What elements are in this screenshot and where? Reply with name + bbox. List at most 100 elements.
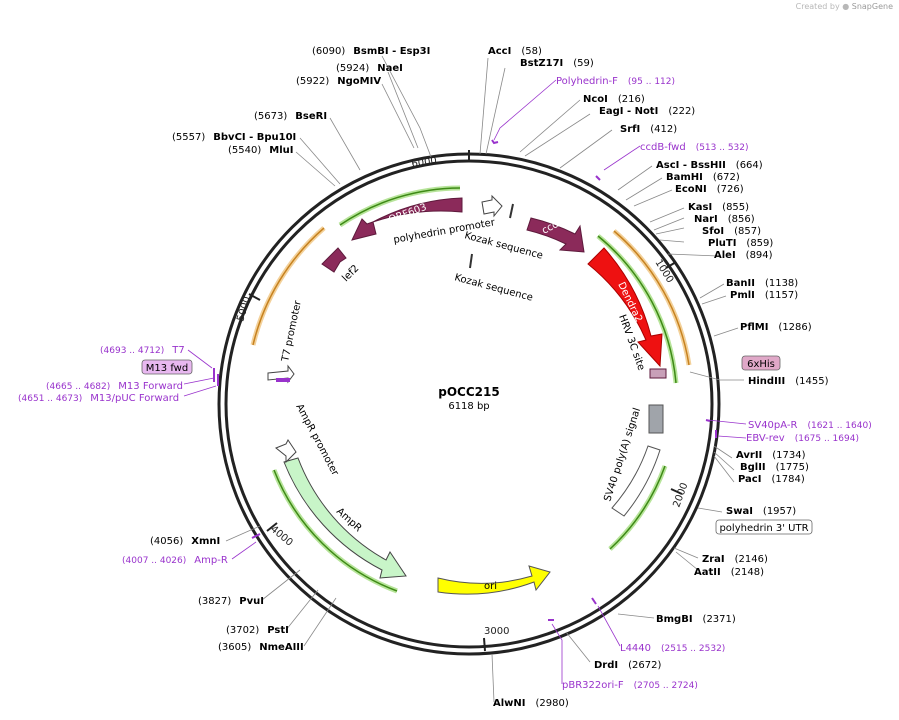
tick-marks: [248, 150, 683, 652]
enzyme-name: AccI: [488, 46, 511, 57]
enzyme-pos: (2146): [735, 554, 768, 565]
primer-pbr322ori-f: pBR322ori-F (2705 .. 2724): [562, 680, 698, 691]
enzyme-pos: (3605): [218, 642, 251, 653]
enzyme-name: BmgBI: [656, 614, 693, 625]
primer-range: (4007 .. 4026): [122, 556, 186, 566]
enzyme-bmgbi: BmgBI (2371): [656, 614, 736, 625]
enzyme-name: BglII: [740, 462, 766, 473]
m13-fwd-box: [141, 359, 193, 375]
enzyme-name: BstZ17I: [520, 58, 563, 69]
enzyme-name: BanII: [726, 278, 755, 289]
enzyme-name: PvuI: [239, 596, 264, 607]
his-tag-label: 6xHis: [747, 359, 775, 370]
tick-label-3000: 3000: [484, 626, 509, 637]
enzyme-name: SfoI: [702, 226, 724, 237]
enzyme-srfi: SrfI(412): [620, 124, 677, 135]
ccdb-arrow: [526, 217, 585, 253]
enzyme-pos: (1138): [765, 278, 798, 289]
enzyme-pos: (2672): [628, 660, 661, 671]
primer-m13-puc-forward: (4651 .. 4673) M13/pUC Forward: [18, 393, 179, 404]
enzyme-name: DrdI: [594, 660, 618, 671]
enzyme-pos: (859): [746, 238, 773, 249]
snapgene-logo-icon: ●: [842, 2, 850, 11]
t7-primer-bar: [276, 378, 290, 382]
enzyme-pos: (894): [746, 250, 773, 261]
lef2-arrow: [321, 247, 347, 273]
lef2-label: lef2: [340, 263, 361, 284]
enzyme-pos: (4056): [150, 536, 183, 547]
enzyme-pos: (222): [668, 106, 695, 117]
snapgene-credit: Created by ● SnapGene: [796, 2, 893, 11]
enzyme-name: SwaI: [726, 506, 753, 517]
enzyme-pflmi: PflMI (1286): [740, 322, 812, 333]
enzyme-name: PmlI: [730, 290, 755, 301]
enzyme-name: PluTI: [708, 238, 736, 249]
enzyme-name: EcoNI: [675, 184, 707, 195]
plasmid-length: 6118 bp: [448, 401, 489, 412]
enzyme-pos: (856): [728, 214, 755, 225]
enzyme-eagi: EagI - NotI(222): [599, 106, 695, 117]
enzyme-asci: AscI - BssHII(664): [656, 160, 763, 171]
kozak2-mark: [469, 253, 473, 269]
t7-promoter-label: T7 promoter: [280, 299, 304, 364]
enzyme-avrii: AvrII(1734): [736, 450, 806, 461]
sv40-block: [648, 404, 664, 434]
enzyme-nmeaiii: (3605)NmeAIII: [218, 642, 304, 653]
enzyme-pos: (216): [618, 94, 645, 105]
enzyme-name: MluI: [269, 145, 293, 156]
enzyme-bstz17i: BstZ17I(59): [520, 58, 594, 69]
primer-name: T7: [171, 345, 184, 356]
enzyme-name: AatII: [694, 567, 721, 578]
enzyme-name: NarI: [694, 214, 718, 225]
boxed-m13-fwd: M13 fwd: [141, 359, 193, 375]
primer-name: M13 Forward: [118, 381, 183, 392]
enzyme-name: AleI: [714, 250, 736, 261]
primer-name: pBR322ori-F: [562, 680, 624, 691]
ampr-promoter-arrow: [275, 439, 297, 464]
primer-range: (4665 .. 4682): [46, 382, 110, 392]
ccdb-shadow-line: [597, 235, 677, 384]
primer-m13-forward: (4665 .. 4682) M13 Forward: [46, 381, 183, 392]
boxed-his-tag: 6xHis: [741, 355, 781, 371]
enzyme-zrai: ZraI(2146): [702, 554, 768, 565]
enzyme-pos: (1455): [795, 376, 828, 387]
primer-ccdb-fwd: ccdB-fwd(513 .. 532): [640, 142, 749, 153]
kozak1-label: Kozak sequence: [463, 230, 544, 262]
primer-l4440: L4440(2515 .. 2532): [620, 643, 725, 654]
primer-amp-r: (4007 .. 4026) Amp-R: [122, 555, 228, 566]
enzyme-name: PstI: [267, 625, 289, 636]
enzyme-name: BbvCI - Bpu10I: [213, 132, 296, 143]
ori-label: ori: [484, 581, 497, 592]
enzyme-kasi: KasI(855): [688, 202, 749, 213]
enzyme-name: BseRI: [295, 111, 327, 122]
enzyme-name: XmnI: [191, 536, 220, 547]
enzyme-pos: (664): [736, 160, 763, 171]
primer-tick-l4440: [591, 597, 597, 605]
primer-tick-polyhedrin: [491, 139, 499, 145]
enzyme-pos: (857): [734, 226, 761, 237]
enzyme-pos: (726): [717, 184, 744, 195]
enzyme-pos: (2148): [731, 567, 764, 578]
dendra2-arrow: [587, 247, 663, 368]
enzyme-xmni: (4056) XmnI: [150, 536, 220, 547]
primer-range: (4651 .. 4673): [18, 394, 82, 404]
enzyme-name: HindIII: [748, 376, 785, 387]
enzyme-nari: NarI (856): [694, 214, 755, 225]
enzyme-name: SrfI: [620, 124, 640, 135]
primer-name: Amp-R: [194, 555, 228, 566]
enzyme-ncoi: NcoI(216): [583, 94, 645, 105]
primer-tick-ccdb: [595, 175, 601, 181]
enzyme-alei: AleI (894): [714, 250, 773, 261]
plasmid-name: pOCC215: [438, 385, 499, 399]
m13-fwd-label: M13 fwd: [146, 363, 188, 374]
primer-tick-ampr: [251, 533, 261, 539]
enzyme-bglii: BglII(1775): [740, 462, 809, 473]
primer-name: L4440: [620, 643, 651, 654]
primer-range: (2705 .. 2724): [634, 681, 698, 691]
enzyme-pos: (1286): [778, 322, 811, 333]
primer-name: M13/pUC Forward: [90, 393, 179, 404]
enzyme-name: PflMI: [740, 322, 768, 333]
enzyme-name: BsmBI - Esp3I: [353, 46, 430, 57]
enzyme-pos: (2371): [703, 614, 736, 625]
primer-polyhedrin-f: Polyhedrin-F(95 .. 112): [556, 76, 675, 87]
